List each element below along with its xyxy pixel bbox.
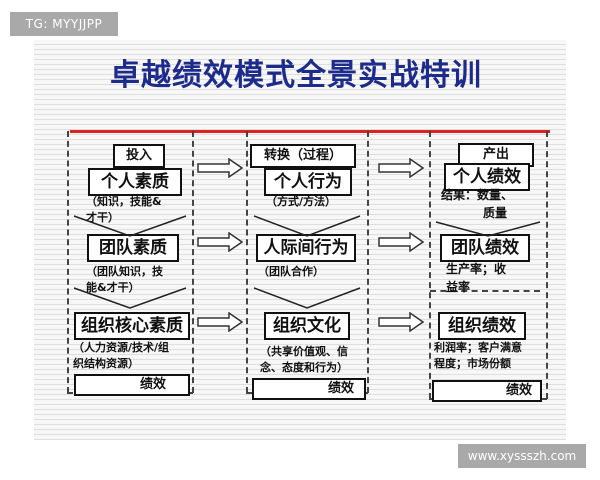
flow-arrow-right-icon — [378, 312, 424, 332]
col2-frame-right — [367, 131, 369, 393]
interpersonal-behavior-note: （团队合作） — [258, 265, 324, 278]
col3-frame-right — [546, 131, 548, 399]
individual-performance-box: 个人绩效 — [444, 163, 530, 191]
col3-frame-divider — [430, 290, 540, 292]
col1-frame-right — [192, 131, 194, 393]
team-quality-note: （团队知识，技能&才干） — [86, 265, 163, 294]
org-performance-box: 组织绩效 — [438, 312, 526, 340]
watermark-top: TG: MYYJJPP — [10, 12, 118, 36]
watermark-bottom: www.xyssszh.com — [458, 444, 586, 468]
title-underline — [70, 130, 550, 133]
input-performance-footer: 绩效 — [74, 374, 190, 396]
flow-arrow-right-icon — [197, 158, 243, 178]
col2-frame-left — [246, 131, 248, 393]
input-header: 投入 — [113, 144, 165, 168]
down-chevron-icon — [253, 287, 361, 309]
org-culture-note: （共享价值观、信念、态度和行为） — [260, 345, 348, 374]
individual-quality-box: 个人素质 — [88, 168, 182, 196]
org-core-quality-box: 组织核心素质 — [74, 312, 190, 340]
col1-frame-left — [67, 131, 69, 393]
org-culture-box: 组织文化 — [264, 312, 350, 340]
org-performance-note: 利润率；客户满意程度；市场份额 — [434, 341, 522, 370]
team-performance-note: 生产率；收益率 — [446, 262, 507, 294]
down-chevron-icon — [253, 215, 361, 237]
individual-behavior-note: （方式/方法） — [266, 195, 337, 208]
team-quality-box: 团队素质 — [87, 234, 179, 262]
individual-behavior-box: 个人行为 — [264, 168, 352, 196]
process-header: 转换（过程） — [250, 144, 356, 168]
flow-arrow-right-icon — [378, 158, 424, 178]
down-chevron-icon — [73, 215, 187, 237]
flow-arrow-right-icon — [197, 232, 243, 252]
individual-performance-note: 结果：数量、质量 — [441, 188, 514, 220]
diagram-title: 卓越绩效模式全景实战特训 — [110, 58, 482, 93]
process-performance-footer: 绩效 — [252, 378, 366, 400]
org-core-quality-note: （人力资源/技术/组织结构资源） — [73, 341, 170, 370]
down-chevron-icon — [73, 287, 187, 309]
interpersonal-behavior-box: 人际间行为 — [256, 234, 356, 262]
flow-arrow-right-icon — [378, 232, 424, 252]
flow-arrow-right-icon — [197, 312, 243, 332]
individual-quality-note: （知识，技能&才干） — [86, 195, 162, 224]
output-performance-footer: 绩效 — [432, 380, 542, 402]
col3-frame-left — [429, 131, 431, 399]
down-chevron-icon — [435, 221, 541, 237]
